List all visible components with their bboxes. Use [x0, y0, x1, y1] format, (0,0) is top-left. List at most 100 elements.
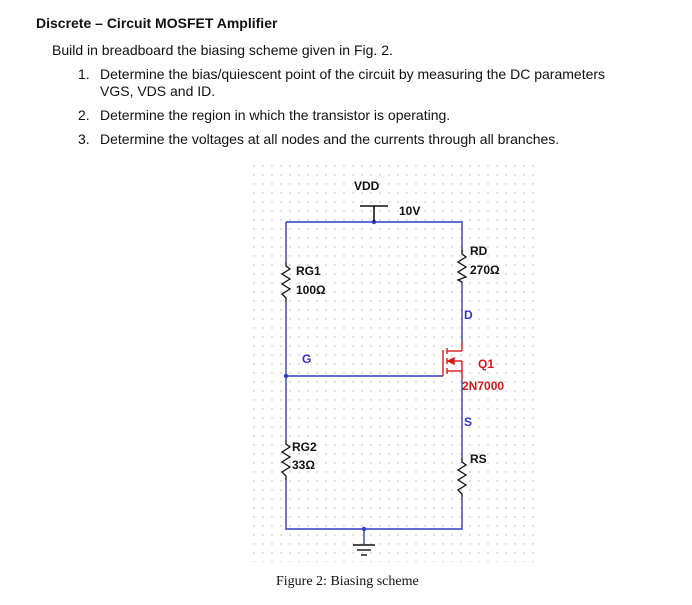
grid-dot	[397, 309, 399, 311]
grid-dot	[271, 417, 273, 419]
grid-dot	[253, 336, 255, 338]
grid-dot	[379, 399, 381, 401]
grid-dot	[325, 399, 327, 401]
grid-dot	[433, 264, 435, 266]
grid-dot	[253, 534, 255, 536]
grid-dot	[271, 273, 273, 275]
grid-dot	[289, 462, 291, 464]
grid-dot	[343, 399, 345, 401]
grid-dot	[280, 381, 282, 383]
grid-dot	[307, 489, 309, 491]
grid-dot	[478, 264, 480, 266]
grid-dot	[316, 219, 318, 221]
grid-dot	[415, 507, 417, 509]
grid-dot	[316, 282, 318, 284]
grid-dot	[352, 489, 354, 491]
grid-dot	[397, 192, 399, 194]
rg1-value-label: 100Ω	[296, 283, 326, 297]
grid-dot	[451, 201, 453, 203]
grid-dot	[343, 219, 345, 221]
grid-dot	[406, 264, 408, 266]
grid-dot	[262, 264, 264, 266]
vdd-label: VDD	[354, 179, 380, 193]
grid-dot	[379, 372, 381, 374]
grid-dot	[271, 534, 273, 536]
grid-dot	[379, 264, 381, 266]
grid-dot	[379, 408, 381, 410]
grid-dot	[379, 192, 381, 194]
grid-dot	[433, 561, 435, 562]
grid-dot	[442, 201, 444, 203]
grid-dot	[433, 201, 435, 203]
grid-dot	[487, 525, 489, 527]
grid-dot	[289, 201, 291, 203]
grid-dot	[424, 183, 426, 185]
grid-dot	[433, 525, 435, 527]
grid-dot	[433, 228, 435, 230]
grid-dot	[352, 453, 354, 455]
grid-dot	[442, 273, 444, 275]
grid-dot	[334, 552, 336, 554]
grid-dot	[352, 399, 354, 401]
grid-dot	[442, 435, 444, 437]
grid-dot	[514, 426, 516, 428]
grid-dot	[379, 201, 381, 203]
grid-dot	[379, 489, 381, 491]
grid-dot	[397, 489, 399, 491]
grid-dot	[406, 543, 408, 545]
grid-dot	[343, 210, 345, 212]
q1-part-label: 2N7000	[462, 379, 504, 393]
grid-dot	[379, 516, 381, 518]
grid-dot	[415, 381, 417, 383]
grid-dot	[316, 174, 318, 176]
grid-dot	[361, 300, 363, 302]
grid-dot	[361, 471, 363, 473]
grid-dot	[343, 435, 345, 437]
grid-dot	[262, 471, 264, 473]
grid-dot	[442, 453, 444, 455]
grid-dot	[352, 471, 354, 473]
grid-dot	[262, 561, 264, 562]
grid-dot	[370, 183, 372, 185]
grid-dot	[361, 318, 363, 320]
grid-dot	[505, 408, 507, 410]
grid-dot	[505, 399, 507, 401]
grid-dot	[307, 417, 309, 419]
grid-dot	[478, 471, 480, 473]
grid-dot	[460, 219, 462, 221]
grid-dot	[262, 201, 264, 203]
grid-dot	[388, 354, 390, 356]
grid-dot	[379, 300, 381, 302]
grid-dot	[514, 192, 516, 194]
grid-dot	[478, 444, 480, 446]
grid-dot	[415, 174, 417, 176]
grid-dot	[469, 183, 471, 185]
grid-dot	[316, 336, 318, 338]
grid-dot	[397, 399, 399, 401]
grid-dot	[280, 552, 282, 554]
grid-dot	[334, 228, 336, 230]
grid-dot	[415, 219, 417, 221]
grid-dot	[325, 534, 327, 536]
grid-dot	[505, 246, 507, 248]
grid-dot	[442, 426, 444, 428]
grid-dot	[379, 525, 381, 527]
grid-dot	[262, 309, 264, 311]
grid-dot	[487, 552, 489, 554]
grid-dot	[271, 525, 273, 527]
grid-dot	[415, 354, 417, 356]
grid-dot	[262, 345, 264, 347]
grid-dot	[505, 354, 507, 356]
grid-dot	[352, 264, 354, 266]
grid-dot	[334, 426, 336, 428]
grid-dot	[271, 255, 273, 257]
grid-dot	[262, 210, 264, 212]
grid-dot	[325, 480, 327, 482]
grid-dot	[406, 408, 408, 410]
grid-dot	[352, 165, 354, 167]
grid-dot	[451, 372, 453, 374]
grid-dot	[451, 282, 453, 284]
grid-dot	[523, 363, 525, 365]
grid-dot	[334, 480, 336, 482]
grid-dot	[361, 165, 363, 167]
